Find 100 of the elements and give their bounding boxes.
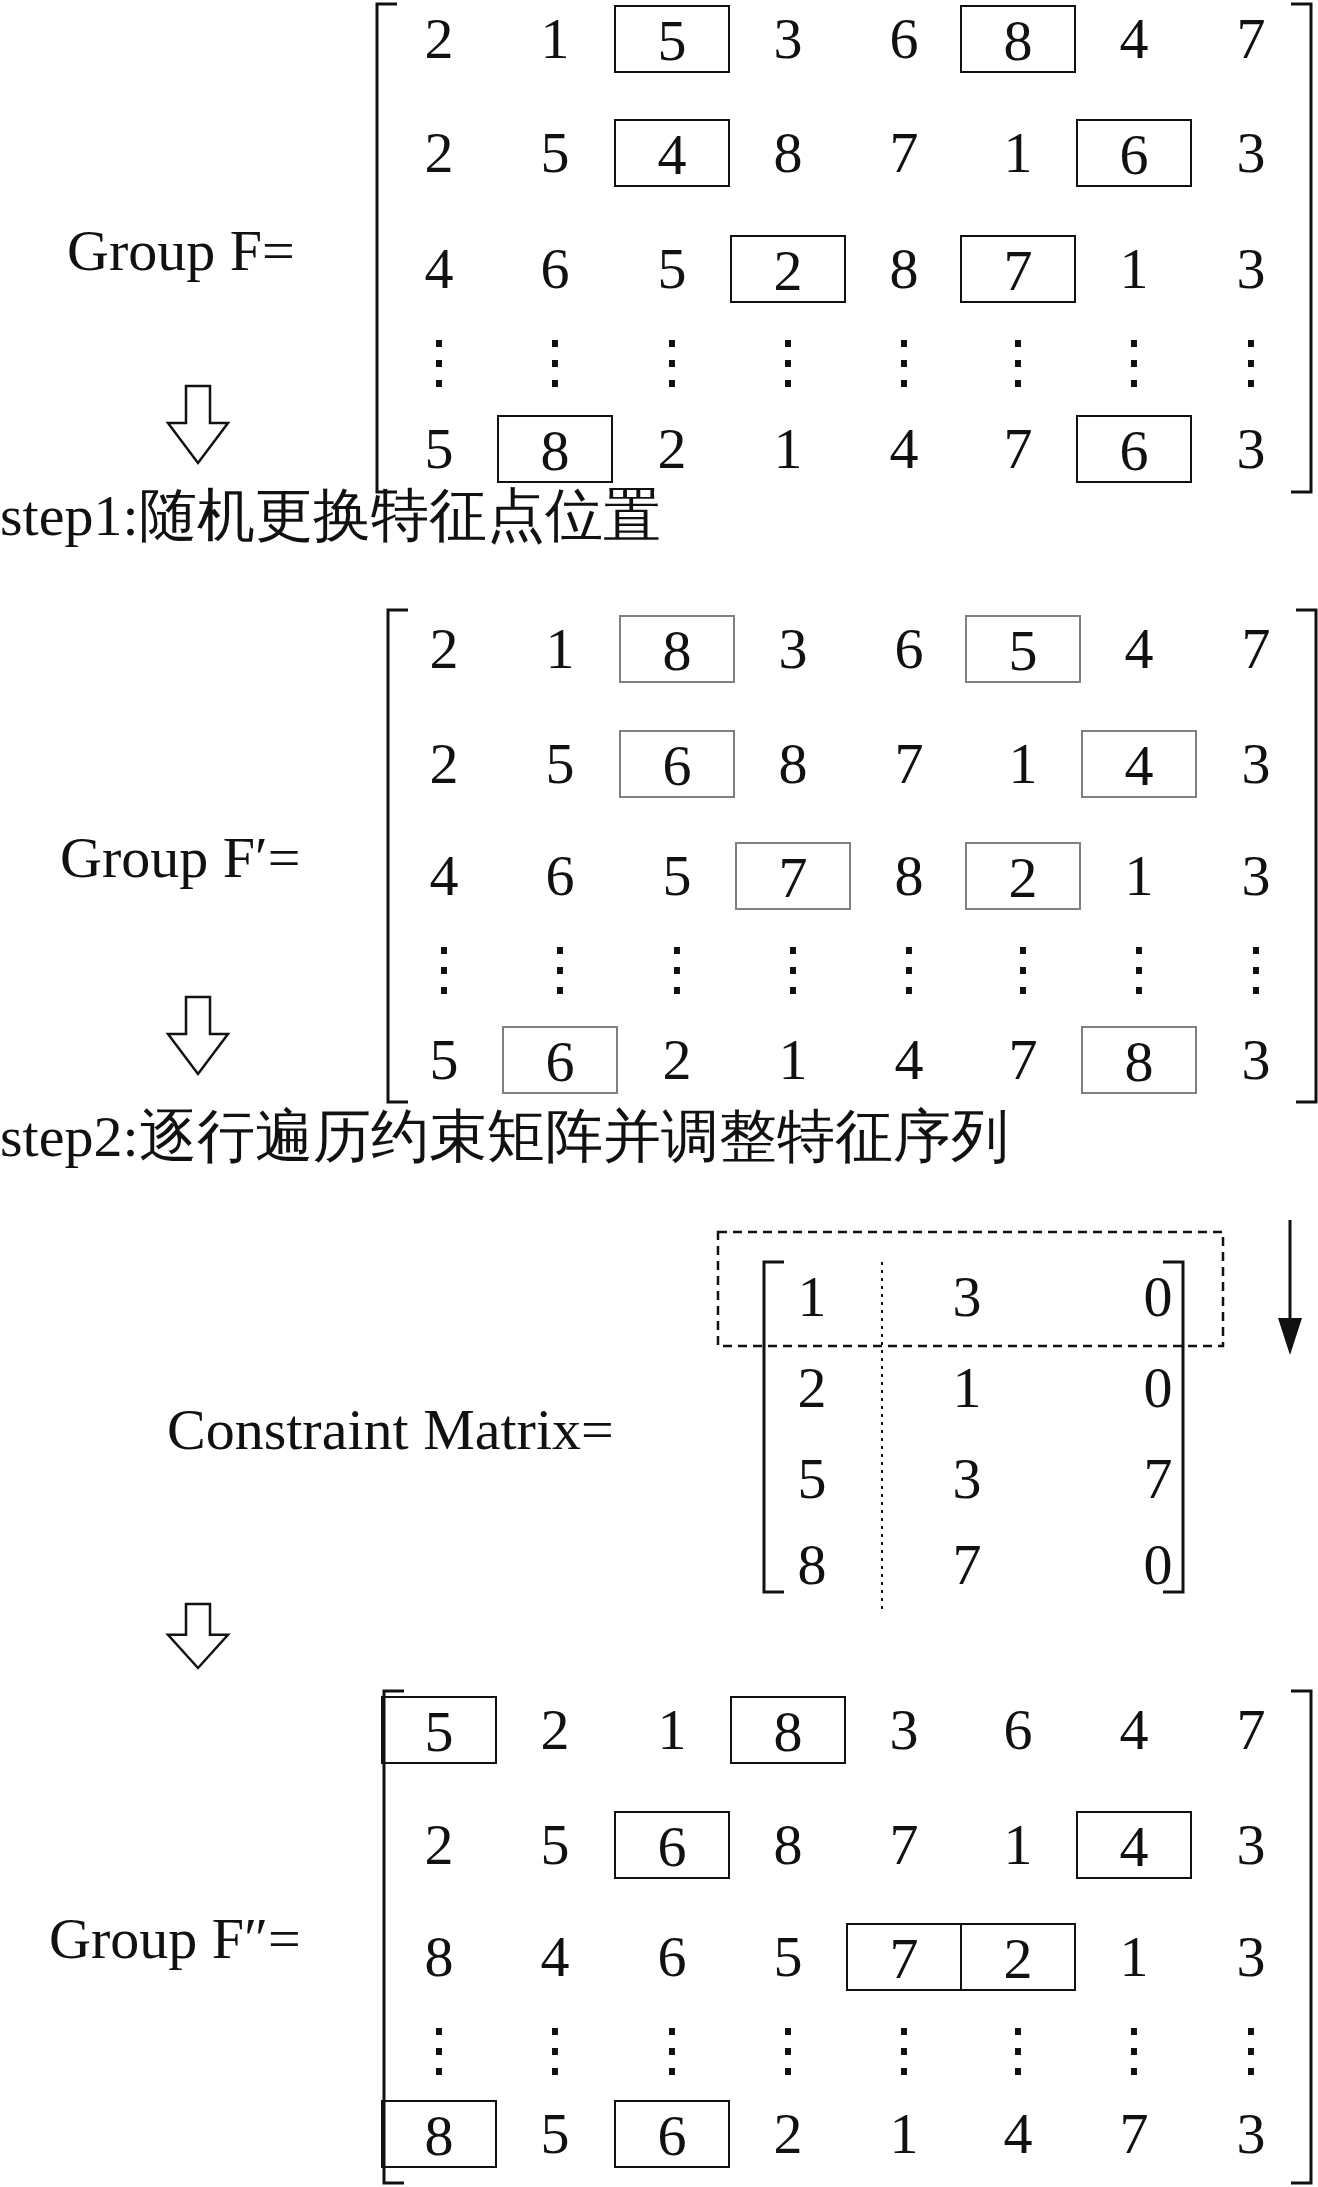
matrix-number: 8 (893, 842, 925, 910)
highlighted-number: 5 (381, 1696, 497, 1764)
matrix-number: 5 (656, 235, 688, 303)
vertical-ellipsis: ⋮ (874, 2017, 934, 2085)
matrix-number: 6 (544, 842, 576, 910)
matrix-number: 5 (539, 1811, 571, 1879)
matrix-number: 7 (1007, 1026, 1039, 1094)
highlighted-number: 8 (730, 1696, 846, 1764)
matrix-number: 7 (1002, 415, 1034, 483)
matrix-number: 3 (1240, 730, 1272, 798)
vertical-ellipsis: ⋮ (758, 329, 818, 397)
highlighted-number: 4 (1081, 730, 1197, 798)
highlighted-number: 8 (1081, 1026, 1197, 1094)
matrix-number: 4 (423, 235, 455, 303)
vertical-ellipsis: ⋮ (988, 329, 1048, 397)
matrix-number: 5 (428, 1026, 460, 1094)
matrix-number: 2 (796, 1354, 828, 1422)
caption-text: Group F″= (49, 1905, 301, 1973)
matrix-number: 3 (1235, 1811, 1267, 1879)
highlighted-number: 5 (965, 615, 1081, 683)
matrix-number: 5 (539, 2100, 571, 2168)
highlighted-number: 6 (502, 1026, 618, 1094)
matrix-number: 1 (1002, 1811, 1034, 1879)
highlighted-number: 8 (960, 5, 1076, 73)
vertical-ellipsis: ⋮ (763, 936, 823, 1004)
vertical-ellipsis: ⋮ (988, 2017, 1048, 2085)
matrix-number: 3 (951, 1445, 983, 1513)
highlighted-number: 6 (614, 1811, 730, 1879)
matrix-number: 3 (1235, 119, 1267, 187)
matrix-number: 7 (1235, 1696, 1267, 1764)
matrix-number: 6 (1002, 1696, 1034, 1764)
matrix-number: 5 (539, 119, 571, 187)
vertical-ellipsis: ⋮ (414, 936, 474, 1004)
matrix-number: 8 (796, 1531, 828, 1599)
vertical-ellipsis: ⋮ (1221, 329, 1281, 397)
vertical-ellipsis: ⋮ (1221, 2017, 1281, 2085)
highlighted-number: 7 (846, 1923, 962, 1991)
vertical-ellipsis: ⋮ (1226, 936, 1286, 1004)
matrix-number: 5 (796, 1445, 828, 1513)
matrix-number: 8 (772, 119, 804, 187)
highlighted-number: 4 (614, 119, 730, 187)
matrix-number: 8 (423, 1923, 455, 1991)
matrix-number: 2 (423, 1811, 455, 1879)
highlighted-number: 4 (1076, 1811, 1192, 1879)
highlighted-number: 6 (614, 2100, 730, 2168)
matrix-number: 7 (888, 1811, 920, 1879)
matrix-number: 6 (888, 5, 920, 73)
highlighted-number: 7 (960, 235, 1076, 303)
vertical-ellipsis: ⋮ (993, 936, 1053, 1004)
matrix-number: 2 (656, 415, 688, 483)
matrix-number: 1 (656, 1696, 688, 1764)
caption-text: Group F= (67, 217, 295, 285)
matrix-number: 1 (1007, 730, 1039, 798)
vertical-ellipsis: ⋮ (758, 2017, 818, 2085)
matrix-number: 1 (539, 5, 571, 73)
matrix-number: 1 (772, 415, 804, 483)
matrix-number: 3 (1235, 235, 1267, 303)
matrix-number: 5 (772, 1923, 804, 1991)
matrix-number: 3 (777, 615, 809, 683)
matrix-number: 8 (777, 730, 809, 798)
matrix-number: 3 (1240, 1026, 1272, 1094)
matrix-number: 4 (1002, 2100, 1034, 2168)
vertical-ellipsis: ⋮ (874, 329, 934, 397)
matrix-number: 3 (1235, 2100, 1267, 2168)
matrix-number: 7 (1235, 5, 1267, 73)
matrix-number: 0 (1142, 1354, 1174, 1422)
matrix-number: 1 (1118, 235, 1150, 303)
matrix-number: 1 (777, 1026, 809, 1094)
vertical-ellipsis: ⋮ (409, 329, 469, 397)
highlighted-number: 8 (497, 415, 613, 483)
highlighted-number: 2 (960, 1923, 1076, 1991)
matrix-number: 6 (656, 1923, 688, 1991)
matrix-number: 7 (1142, 1445, 1174, 1513)
matrix-number: 3 (951, 1263, 983, 1331)
matrix-number: 8 (888, 235, 920, 303)
matrix-number: 4 (539, 1923, 571, 1991)
vertical-ellipsis: ⋮ (1104, 2017, 1164, 2085)
vertical-ellipsis: ⋮ (409, 2017, 469, 2085)
matrix-number: 7 (951, 1531, 983, 1599)
matrix-number: 6 (893, 615, 925, 683)
matrix-number: 7 (1240, 615, 1272, 683)
highlighted-number: 7 (735, 842, 851, 910)
matrix-number: 2 (539, 1696, 571, 1764)
matrix-number: 8 (772, 1811, 804, 1879)
vertical-ellipsis: ⋮ (1109, 936, 1169, 1004)
caption-text: step2:逐行遍历约束矩阵并调整特征序列 (0, 1103, 1009, 1171)
matrix-number: 6 (539, 235, 571, 303)
matrix-number: 7 (888, 119, 920, 187)
caption-text: Group F′= (60, 824, 301, 892)
matrix-number: 1 (951, 1354, 983, 1422)
matrix-number: 0 (1142, 1531, 1174, 1599)
highlighted-number: 6 (1076, 415, 1192, 483)
vertical-ellipsis: ⋮ (642, 329, 702, 397)
caption-text: Constraint Matrix= (167, 1396, 614, 1464)
matrix-number: 4 (1123, 615, 1155, 683)
matrix-number: 1 (1123, 842, 1155, 910)
matrix-number: 4 (888, 415, 920, 483)
matrix-number: 1 (888, 2100, 920, 2168)
matrix-number: 4 (428, 842, 460, 910)
highlighted-number: 2 (965, 842, 1081, 910)
